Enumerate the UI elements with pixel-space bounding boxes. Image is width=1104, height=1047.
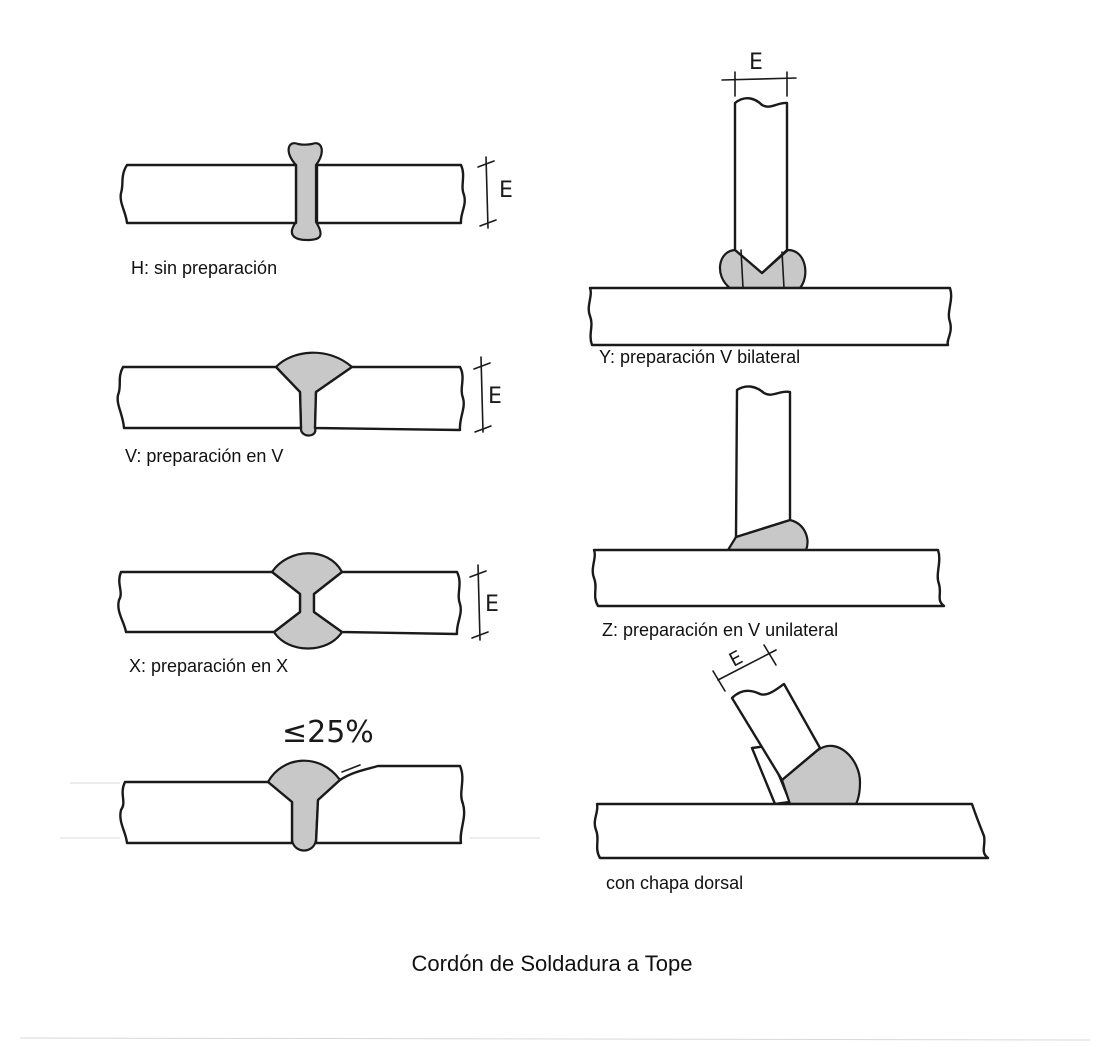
joint-backing-plate-diagram — [593, 644, 990, 860]
web-plate-z — [734, 385, 792, 539]
label-joint-v: V: preparación en V — [125, 446, 284, 466]
dimension-label-e-x: E — [485, 592, 499, 617]
plate-h-left — [119, 163, 298, 225]
dimension-label-e-h: E — [499, 178, 513, 203]
web-plate-dorsal — [730, 682, 822, 782]
joint-x-diagram — [117, 552, 489, 650]
weld-bead-dorsal — [780, 744, 862, 806]
plate-reinforcement-right — [314, 764, 466, 845]
label-joint-z: Z: preparación en V unilateral — [602, 620, 839, 640]
plate-h-right — [315, 163, 466, 225]
overfill-label: ≤25% — [282, 715, 374, 750]
plate-v-left — [116, 365, 303, 430]
plate-reinforcement-left — [119, 780, 294, 845]
dimension-label-e-v: E — [488, 384, 502, 409]
web-plate-y — [733, 97, 789, 275]
dimension-e-v — [473, 356, 492, 433]
label-joint-y: Y: preparación V bilateral — [599, 347, 801, 367]
joint-z-diagram — [591, 385, 946, 608]
base-plate-z — [591, 548, 946, 608]
plate-x-left — [117, 570, 302, 634]
base-plate-dorsal — [593, 802, 990, 860]
dimension-label-e-y: E — [749, 50, 763, 75]
label-joint-x: X: preparación en X — [129, 656, 289, 676]
joint-reinforcement-diagram — [119, 759, 466, 852]
plate-v-right — [313, 365, 465, 432]
joint-h-diagram — [119, 142, 497, 242]
dimension-e-dorsal — [712, 644, 777, 692]
base-plate-y — [587, 286, 953, 347]
label-backing-plate: con chapa dorsal — [606, 873, 744, 893]
dimension-e-h — [477, 156, 497, 229]
plate-x-right — [312, 570, 462, 636]
joint-y-diagram — [587, 71, 953, 347]
diagram-title: Cordón de Soldadura a Tope — [411, 951, 693, 976]
label-joint-h: H: sin preparación — [131, 258, 278, 278]
joint-v-diagram — [116, 351, 492, 437]
dimension-e-x — [469, 564, 489, 641]
dimension-e-y — [721, 71, 797, 97]
